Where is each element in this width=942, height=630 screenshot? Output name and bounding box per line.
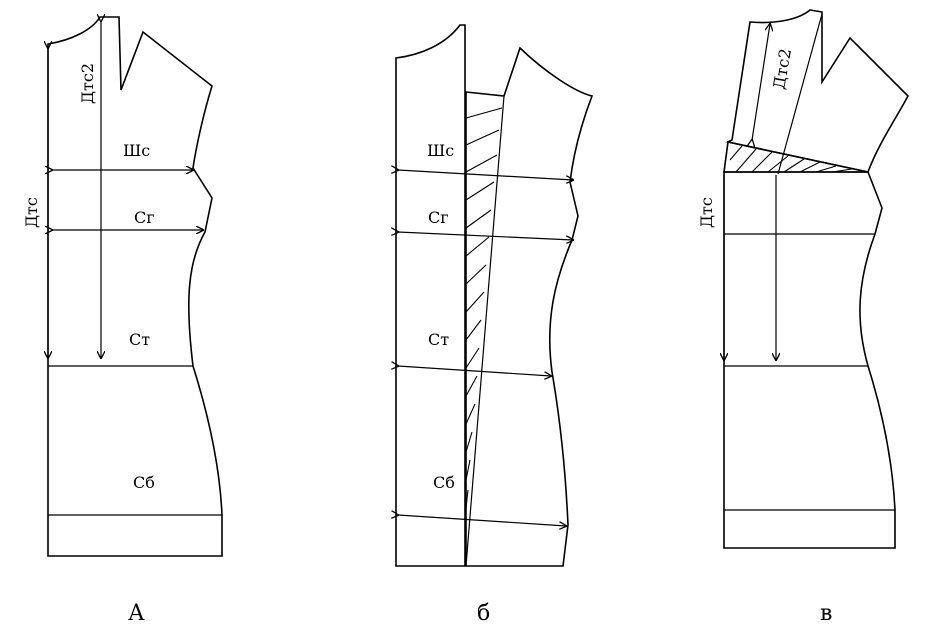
figure-b: Шс Сг Ст Сб б: [395, 24, 594, 626]
figure-a-dtc2-label: Дтс2: [78, 63, 97, 104]
figure-c-lower-part: [723, 171, 896, 549]
figure-b-shc-arrow: [398, 170, 573, 180]
figure-a-ct-label: Ст: [129, 330, 150, 349]
figure-b-ct-label: Ст: [428, 330, 449, 349]
figure-c: Дтс2 Дтс в: [697, 9, 909, 626]
figure-a: Дтс Дтс2 Шс Сг Ст Сб А: [22, 17, 223, 626]
figure-a-caption: А: [128, 601, 145, 625]
figure-b-cg-arrow: [398, 232, 573, 240]
figure-c-wedge: [723, 141, 869, 173]
figure-c-dtc-label: Дтс: [697, 197, 716, 228]
figure-a-shc-label: Шс: [123, 141, 150, 160]
figure-b-cb-arrow: [398, 515, 566, 526]
figure-b-ct-arrow: [398, 366, 551, 376]
figure-b-right-part: [465, 46, 594, 567]
figure-a-cb-label: Сб: [133, 473, 155, 492]
figure-c-dtc2-arrow: [752, 24, 770, 140]
figure-c-dtc2-label: Дтс2: [769, 47, 795, 91]
figure-c-upper-part: [725, 9, 909, 173]
figure-a-cg-label: Сг: [134, 208, 155, 227]
figure-b-hatching: [465, 107, 503, 509]
figure-b-slant-line: [465, 95, 505, 567]
figure-b-cg-label: Сг: [428, 208, 449, 227]
figure-b-left-part: [395, 24, 466, 567]
figure-b-cb-label: Сб: [433, 473, 455, 492]
figure-b-shc-label: Шс: [427, 141, 454, 160]
figure-c-hatching: [729, 145, 864, 173]
figure-a-dtc-label: Дтс: [22, 197, 41, 228]
figure-b-caption: б: [477, 601, 490, 625]
figure-c-upper-inner-line: [777, 13, 823, 175]
figure-c-caption: в: [820, 601, 832, 625]
